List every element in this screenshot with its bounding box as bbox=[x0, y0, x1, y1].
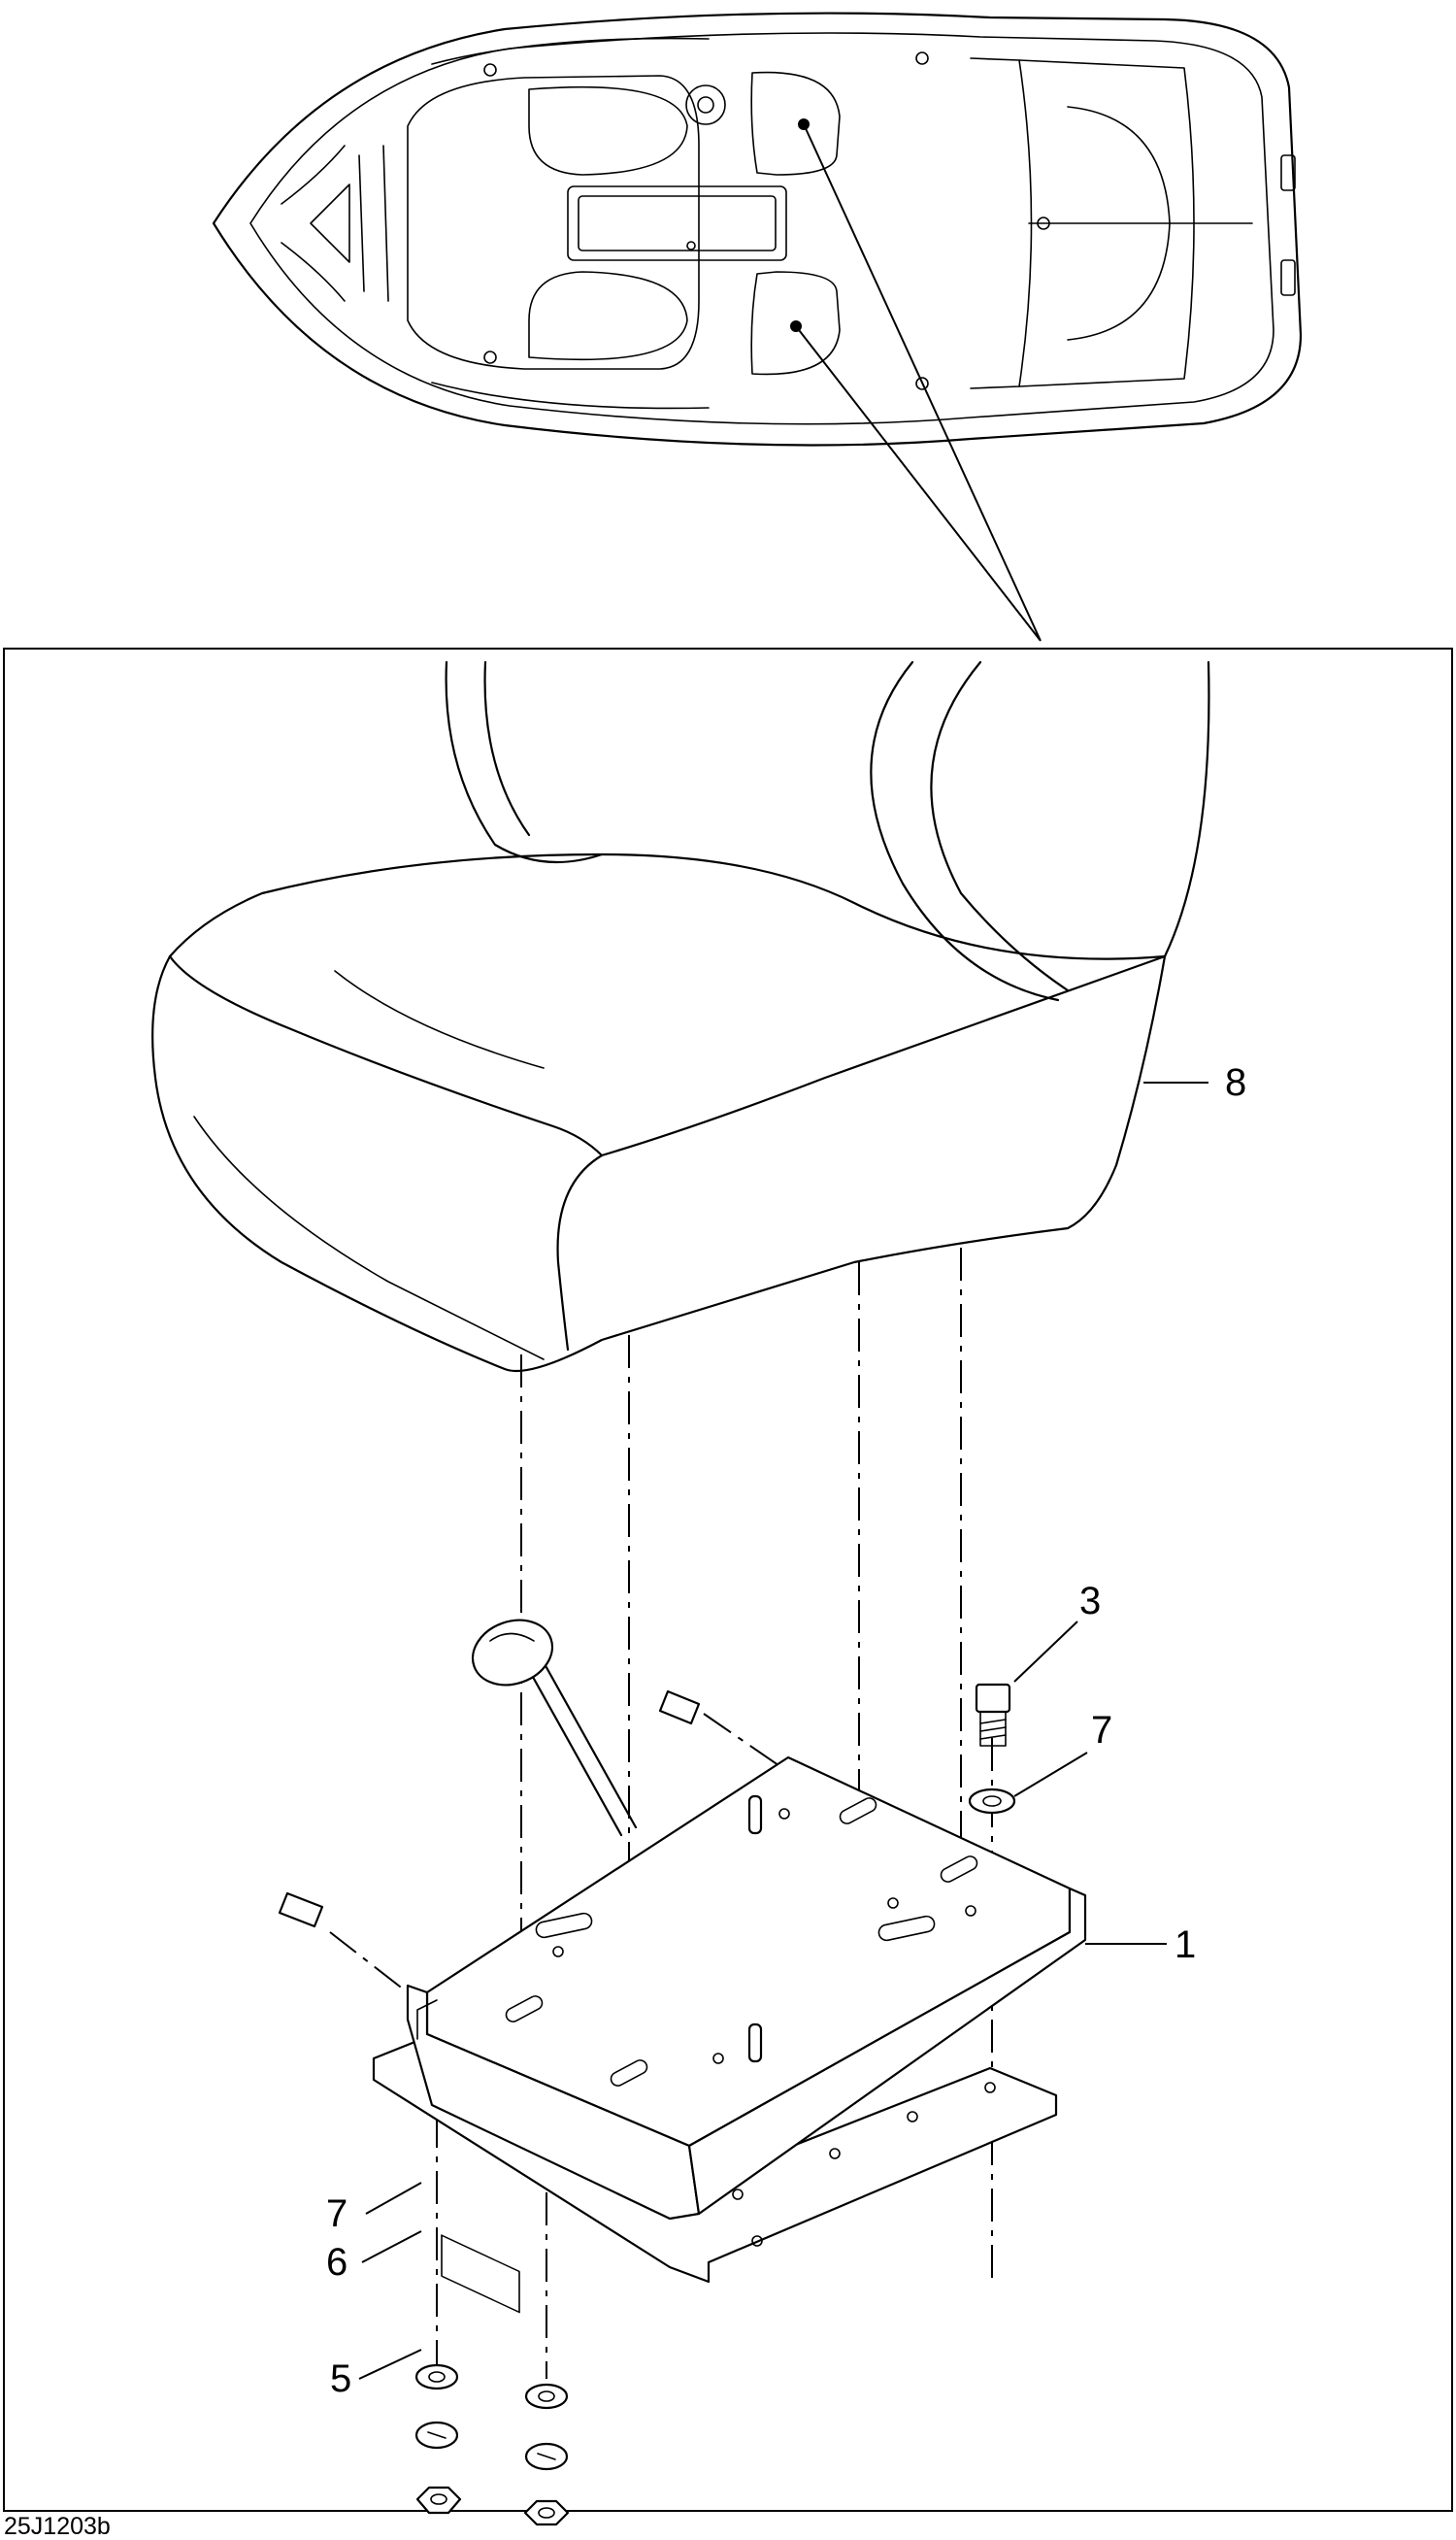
locating-pins bbox=[278, 1689, 701, 1928]
callout-label-5: 5 bbox=[330, 2357, 351, 2400]
detail-frame bbox=[3, 648, 1453, 2512]
seat-cushion bbox=[151, 660, 1210, 1373]
washer-top bbox=[968, 1788, 1016, 1815]
seat-base bbox=[372, 1755, 1087, 2314]
figure-code: 25J1203b bbox=[4, 2513, 111, 2540]
hardware-left-stack bbox=[414, 2363, 462, 2515]
hardware-right-stack bbox=[523, 2383, 570, 2526]
callout-label-3: 3 bbox=[1079, 1580, 1101, 1622]
callout-label-7-bottom: 7 bbox=[326, 2192, 347, 2235]
callout-label-1: 1 bbox=[1175, 1923, 1196, 1966]
watercraft-top-view bbox=[212, 12, 1303, 642]
callout-label-7-top: 7 bbox=[1091, 1709, 1112, 1752]
callout-label-8: 8 bbox=[1225, 1061, 1246, 1104]
callout-leaders bbox=[358, 1082, 1208, 2380]
release-lever bbox=[471, 1619, 638, 1837]
callout-label-6: 6 bbox=[326, 2241, 347, 2284]
bolt bbox=[975, 1683, 1011, 1747]
callout-labels: 8 3 7 1 7 6 5 bbox=[326, 1061, 1246, 2400]
